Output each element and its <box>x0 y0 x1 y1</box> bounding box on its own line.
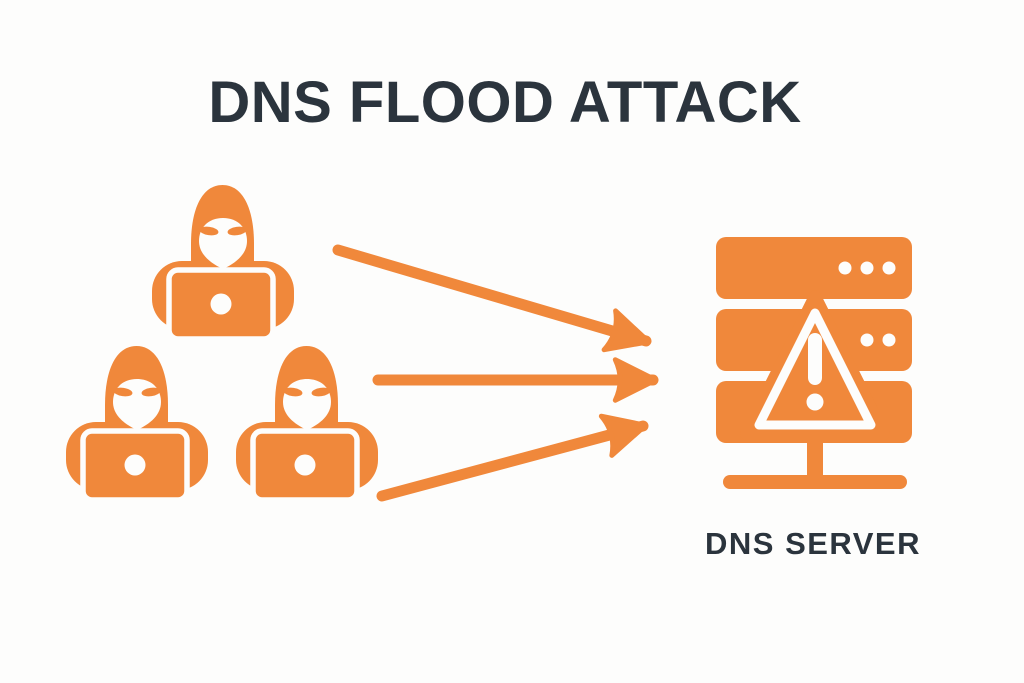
dns-server-label: DNS SERVER <box>705 526 921 561</box>
server-led-dot <box>860 333 874 347</box>
server-stand <box>807 440 823 480</box>
warning-triangle-ring <box>754 308 876 430</box>
attacker-hacker-icon-2 <box>66 346 208 500</box>
attacker-hacker-icon-1 <box>152 185 294 339</box>
dns-server-icon <box>716 237 912 489</box>
server-led-dot <box>882 333 896 347</box>
warning-triangle-icon <box>740 290 890 440</box>
server-base <box>723 475 907 489</box>
server-led-dot <box>838 261 852 275</box>
server-led-dot <box>860 261 874 275</box>
warning-exclamation-dot <box>806 393 824 411</box>
attack-arrow-3 <box>376 413 649 502</box>
server-rack-1 <box>716 237 912 299</box>
attack-arrow-1 <box>332 244 652 353</box>
server-led-dot <box>882 261 896 275</box>
attacker-hacker-icon-3 <box>236 346 378 500</box>
diagram-title: DNS FLOOD ATTACK <box>208 70 802 135</box>
warning-exclamation-bar <box>808 333 822 385</box>
